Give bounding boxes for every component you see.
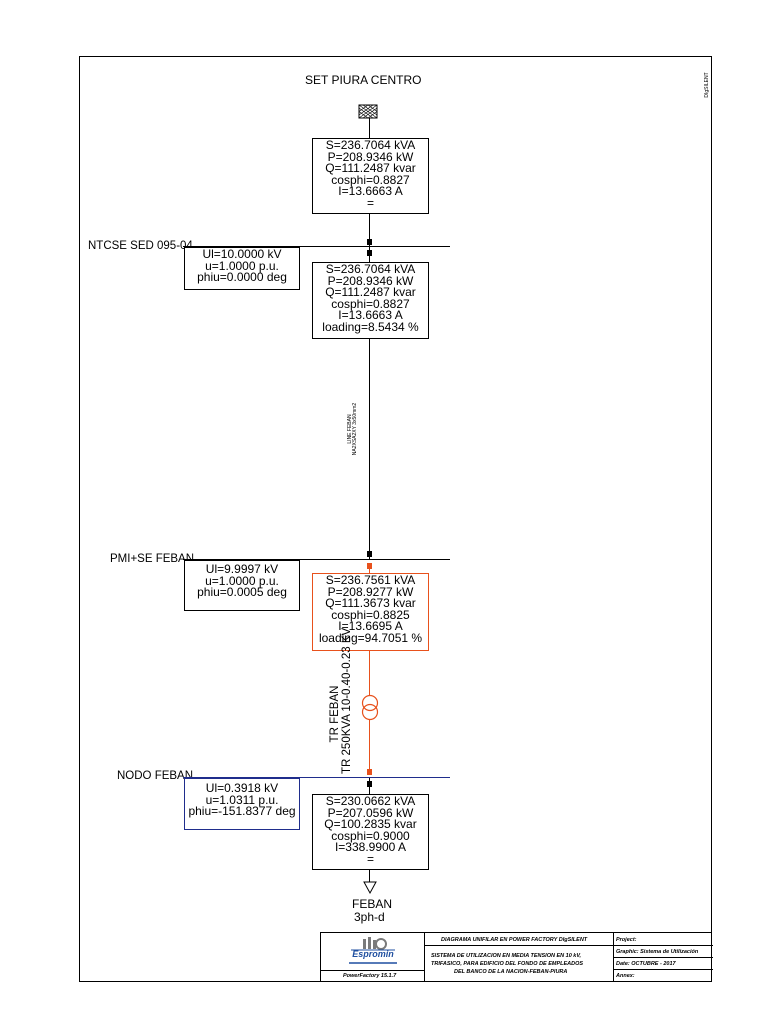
title-block: Espromin PowerFactory 15.1.7 DIAGRAMA UN… bbox=[320, 932, 713, 982]
bus-nodo-node[interactable] bbox=[367, 769, 372, 775]
bus-nodo-node-lower[interactable] bbox=[367, 781, 372, 787]
project-label: Project: bbox=[616, 937, 637, 943]
load-type: 3ph-d bbox=[354, 910, 385, 924]
line-feban-label: LINE FEBAN NA2XSA2XY 3x50mm2 bbox=[347, 402, 358, 456]
title-heading: DIAGRAMA UNIFILAR EN POWER FACTORY DIgSI… bbox=[441, 937, 588, 943]
trafo-branch-mid[interactable] bbox=[369, 651, 370, 696]
bus-pmi-results[interactable]: Ul=9.9997 kV u=1.0000 p.u. phiu=0.0005 d… bbox=[184, 560, 300, 611]
source-name: SET PIURA CENTRO bbox=[305, 73, 422, 87]
external-grid-icon[interactable] bbox=[358, 104, 378, 120]
flow-result-trafo-hv[interactable]: S=236.7561 kVA P=208.9277 kW Q=111.3673 … bbox=[312, 573, 429, 651]
conductor-load bbox=[369, 870, 370, 882]
conductor-source-bus bbox=[369, 214, 370, 246]
bus-nodo-results[interactable]: Ul=0.3918 kV u=1.0311 p.u. phiu=-151.837… bbox=[184, 778, 300, 830]
load-arrow-icon[interactable] bbox=[363, 881, 377, 895]
transformer-icon[interactable] bbox=[359, 694, 381, 722]
conductor-source bbox=[369, 118, 370, 138]
company-logo bbox=[349, 937, 397, 964]
software-version: PowerFactory 15.1.7 bbox=[343, 973, 397, 979]
bus-ntcse-node[interactable] bbox=[367, 239, 372, 245]
trafo-name: TR FEBAN bbox=[329, 685, 341, 743]
trafo-labels: TR FEBAN TR 250KVA 10-0.40-0.23 KV bbox=[326, 627, 356, 774]
load-name: FEBAN bbox=[352, 897, 393, 911]
bus-nodo-busbar[interactable] bbox=[183, 777, 450, 778]
bus-nodo-name: NODO FEBAN bbox=[117, 770, 194, 782]
bus-pmi-node-lower[interactable] bbox=[367, 563, 372, 569]
flow-result-load[interactable]: S=230.0662 kVA P=207.0596 kW Q=100.2835 … bbox=[312, 794, 429, 870]
bus-ntcse-busbar[interactable] bbox=[183, 246, 450, 247]
bus-ntcse-name: NTCSE SED 095-04 bbox=[88, 240, 193, 252]
bus-ntcse-results[interactable]: Ul=10.0000 kV u=1.0000 p.u. phiu=0.0000 … bbox=[184, 247, 300, 290]
trafo-branch-lower[interactable] bbox=[369, 720, 370, 772]
trafo-branch-upper[interactable] bbox=[369, 568, 370, 573]
title-desc-1: SISTEMA DE UTILIZACION EN MEDIA TENSION … bbox=[431, 953, 582, 959]
bus-pmi-name: PMI+SE FEBAN bbox=[110, 553, 195, 565]
date-label: Date: OCTUBRE - 2017 bbox=[616, 961, 676, 967]
line-feban-conductor[interactable] bbox=[369, 339, 370, 559]
annex-label: Annex: bbox=[616, 973, 635, 979]
graphic-label: Graphic: Sistema de Utilización bbox=[616, 949, 699, 955]
brand-vertical: DIgSILENT bbox=[704, 72, 710, 98]
title-desc-3: DEL BANCO DE LA NACION-FEBAN-PIURA bbox=[454, 969, 568, 975]
bus-ntcse-node-lower[interactable] bbox=[367, 250, 372, 256]
drawing-sheet bbox=[79, 56, 712, 982]
flow-result-source[interactable]: S=236.7064 kVA P=208.9346 kW Q=111.2487 … bbox=[312, 138, 429, 214]
flow-result-line-top[interactable]: S=236.7064 kVA P=208.9346 kW Q=111.2487 … bbox=[312, 262, 429, 339]
bus-pmi-busbar[interactable] bbox=[183, 559, 450, 560]
trafo-type: TR 250KVA 10-0.40-0.23 KV bbox=[341, 627, 353, 774]
title-desc-2: TRIFASICO, PARA EDIFICIO DEL FONDO DE EM… bbox=[431, 961, 584, 967]
company-logo-text: Espromin bbox=[352, 949, 394, 959]
bus-pmi-node[interactable] bbox=[367, 551, 372, 557]
